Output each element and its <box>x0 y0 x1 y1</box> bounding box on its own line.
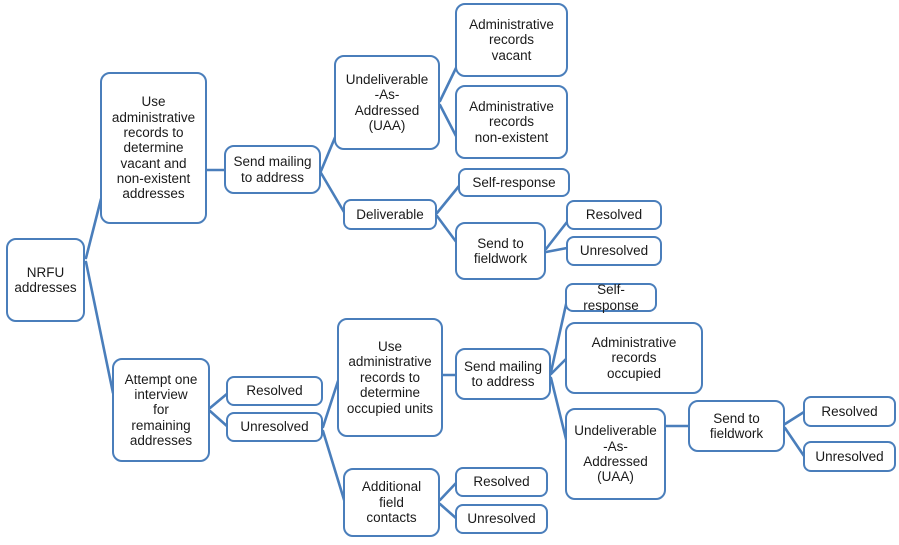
edge-fieldworkbot-to-resolvedbot <box>783 410 806 426</box>
node-undeliverable-as-addressed-bottom[interactable]: Undeliverable -As- Addressed (UAA) <box>565 408 666 500</box>
node-self-response-bottom[interactable]: Self-response <box>565 282 657 313</box>
node-resolved-fieldwork-bottom[interactable]: Resolved <box>803 396 896 427</box>
node-administrative-records-vacant[interactable]: Administrative records vacant <box>455 3 568 77</box>
node-undeliverable-as-addressed-top[interactable]: Undeliverable -As- Addressed (UAA) <box>334 55 440 150</box>
node-unresolved-fieldwork-top[interactable]: Unresolved <box>566 236 662 266</box>
edge-deliverable-to-fieldworktop <box>435 214 459 245</box>
node-attempt-one-interview[interactable]: Attempt one interview for remaining addr… <box>112 358 210 462</box>
node-deliverable[interactable]: Deliverable <box>343 199 437 230</box>
node-use-admin-records-occupied[interactable]: Use administrative records to determine … <box>337 318 443 437</box>
edge-fieldworkbot-to-unresolvedbot <box>783 426 806 458</box>
node-resolved-fieldwork-top[interactable]: Resolved <box>566 200 662 230</box>
node-administrative-records-non-existent[interactable]: Administrative records non-existent <box>455 85 568 159</box>
node-administrative-records-occupied[interactable]: Administrative records occupied <box>565 322 703 394</box>
edge-uaatop-to-adminnonexistent <box>438 103 458 138</box>
edge-nrfu-to-admin-vacant-proc <box>84 197 103 260</box>
edge-unresolvedattempt-to-addlcontacts <box>321 429 347 505</box>
node-use-admin-records-vacant-nonexistent[interactable]: Use administrative records to determine … <box>100 72 207 224</box>
node-send-mailing-to-address-bottom[interactable]: Send mailing to address <box>455 348 551 400</box>
edge-fieldworktop-to-resolvedtop <box>544 220 569 251</box>
node-send-to-fieldwork-bottom[interactable]: Send to fieldwork <box>688 400 785 452</box>
node-unresolved-attempt[interactable]: Unresolved <box>226 412 323 442</box>
node-self-response-top[interactable]: Self-response <box>458 168 570 197</box>
node-resolved-additional[interactable]: Resolved <box>455 467 548 497</box>
node-send-to-fieldwork-top[interactable]: Send to fieldwork <box>455 222 546 280</box>
node-additional-field-contacts[interactable]: Additional field contacts <box>343 468 440 537</box>
node-nrfu-addresses[interactable]: NRFU addresses <box>6 238 85 322</box>
node-send-mailing-to-address-top[interactable]: Send mailing to address <box>224 145 321 194</box>
node-unresolved-additional[interactable]: Unresolved <box>455 504 548 534</box>
edge-uaatop-to-adminvacant <box>438 66 458 103</box>
edge-mailtop-to-deliverable <box>319 171 346 214</box>
node-unresolved-fieldwork-bottom[interactable]: Unresolved <box>803 441 896 472</box>
edge-deliverable-to-selfresponsetop <box>435 184 461 215</box>
edge-nrfu-to-attempt <box>84 260 115 395</box>
edge-fieldworktop-to-unresolvedtop <box>544 246 569 254</box>
node-resolved-attempt[interactable]: Resolved <box>226 376 323 406</box>
